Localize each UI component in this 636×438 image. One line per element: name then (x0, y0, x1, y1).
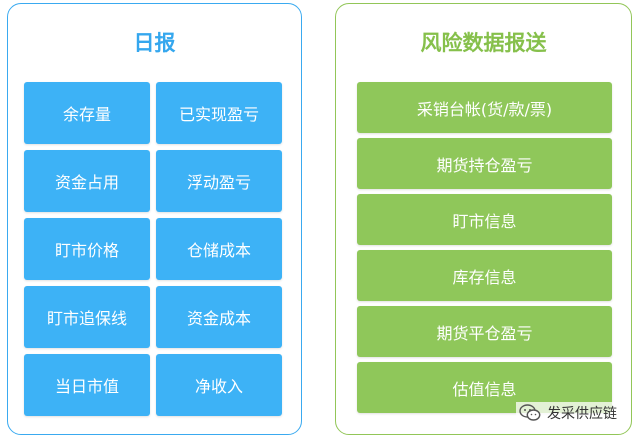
daily-item-market-value: 当日市值 (24, 354, 150, 416)
daily-item-capital-occupied: 资金占用 (24, 150, 150, 212)
watermark: 发采供应链 (516, 402, 620, 424)
daily-item-capital-cost: 资金成本 (156, 286, 282, 348)
daily-report-title: 日报 (133, 31, 176, 55)
watermark-text: 发采供应链 (547, 406, 617, 422)
risk-item-valuation-info: 估值信息 (357, 362, 612, 413)
daily-item-margin-call-line: 盯市追保线 (24, 286, 150, 348)
risk-report-list: 采销台帐(货/款/票) 期货持仓盈亏 盯市信息 库存信息 期货平仓盈亏 估值信息 (357, 82, 612, 413)
risk-item-inventory-info: 库存信息 (357, 250, 612, 301)
daily-item-realized-pnl: 已实现盈亏 (156, 82, 282, 144)
daily-report-panel: 日报 余存量 已实现盈亏 资金占用 浮动盈亏 盯市价格 仓储成本 盯市追保线 资… (7, 3, 302, 435)
wechat-icon (519, 404, 541, 421)
daily-item-net-income: 净收入 (156, 354, 282, 416)
risk-item-futures-position-pnl: 期货持仓盈亏 (357, 138, 612, 189)
risk-item-ledger: 采销台帐(货/款/票) (357, 82, 612, 133)
risk-item-mark-to-market-info: 盯市信息 (357, 194, 612, 245)
daily-item-floating-pnl: 浮动盈亏 (156, 150, 282, 212)
daily-item-remaining-stock: 余存量 (24, 82, 150, 144)
daily-item-mark-to-market-price: 盯市价格 (24, 218, 150, 280)
risk-item-futures-close-pnl: 期货平仓盈亏 (357, 306, 612, 357)
daily-report-grid: 余存量 已实现盈亏 资金占用 浮动盈亏 盯市价格 仓储成本 盯市追保线 资金成本… (24, 82, 282, 418)
risk-report-title: 风险数据报送 (420, 31, 547, 55)
daily-item-storage-cost: 仓储成本 (156, 218, 282, 280)
risk-report-panel: 风险数据报送 采销台帐(货/款/票) 期货持仓盈亏 盯市信息 库存信息 期货平仓… (335, 3, 632, 435)
